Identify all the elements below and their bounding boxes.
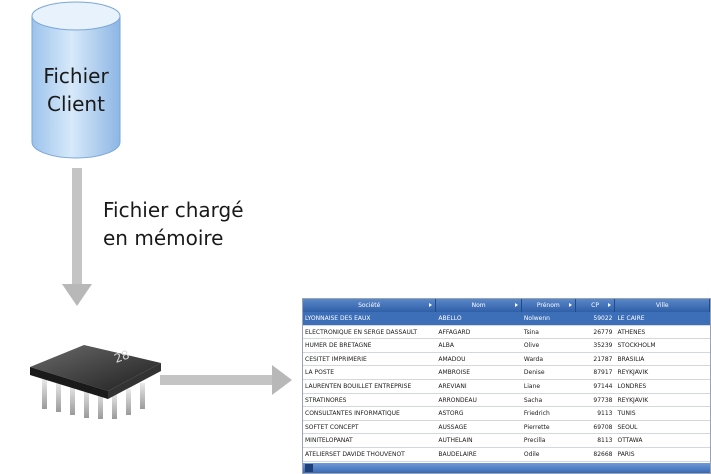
memory-chip-icon: 28 <box>30 345 161 419</box>
cell-societe: SOFTET CONCEPT <box>305 423 359 431</box>
cell-prenom: Olive <box>523 342 540 350</box>
cell-prenom: Nolwenn <box>523 315 550 322</box>
cell-societe: LAURENTEN BOUILLET ENTREPRISE <box>305 382 412 390</box>
cell-nom: BAUDELAIRE <box>438 450 477 458</box>
database-label-line1: Fichier <box>43 64 109 88</box>
cell-cp: 21787 <box>593 355 613 363</box>
cell-prenom: Warda <box>523 355 543 363</box>
cell-prenom: Denise <box>523 369 545 377</box>
table-row[interactable]: MINITELOPANAT AUTHELAIN Precilla 8113 OTTAWA <box>303 434 710 448</box>
table-row[interactable]: CONSULTANTES INFORMATIQUE ASTORG Friedrich… <box>303 407 710 421</box>
database-label: Fichier Client <box>30 62 122 118</box>
cell-ville: TUNIS <box>617 410 636 418</box>
caption-line2: en mémoire <box>103 226 224 250</box>
cell-nom: AFFAGARD <box>438 328 471 336</box>
cell-cp: 97144 <box>593 382 613 390</box>
table-row[interactable]: HUMER DE BRETAGNE ALBA Olive 35239 STOCKHOLM <box>303 339 710 353</box>
arrow-down-icon <box>62 168 92 306</box>
cell-prenom: Liane <box>523 382 541 390</box>
cell-ville: REYKJAVIK <box>617 396 649 404</box>
cell-societe: ELECTRONIQUE EN SERGE DASSAULT <box>305 328 418 336</box>
cell-nom: AMBROISE <box>438 369 471 377</box>
cell-societe: HUMER DE BRETAGNE <box>305 342 372 350</box>
cell-ville: LE CAIRE <box>617 315 645 322</box>
cell-societe: CESITET IMPRIMERIE <box>305 355 367 363</box>
column-header-cp[interactable]: CP <box>576 299 616 312</box>
arrow-right-icon <box>160 365 292 395</box>
column-header-prenom[interactable]: Prénom <box>522 299 576 312</box>
table-header: Société Nom Prénom CP Ville <box>303 299 710 312</box>
cell-societe: CONSULTANTES INFORMATIQUE <box>305 410 400 418</box>
cell-cp: 87917 <box>593 369 613 377</box>
table-row[interactable]: LA POSTE AMBROISE Denise 87917 REYKJAVIK <box>303 366 710 380</box>
cell-cp: 59022 <box>593 315 613 322</box>
database-cylinder-icon <box>31 1 121 159</box>
cell-cp: 8113 <box>597 437 613 445</box>
cell-ville: REYKJAVIK <box>617 369 649 377</box>
table-scrollbar[interactable] <box>303 463 710 473</box>
cell-ville: SEOUL <box>617 423 638 431</box>
cell-prenom: Friedrich <box>523 410 550 418</box>
table-row[interactable]: ELECTRONIQUE EN SERGE DASSAULT AFFAGARD Ts… <box>303 326 710 340</box>
table-row[interactable]: STRATINORES ARRONDEAU Sacha 97738 REYKJAVIK <box>303 394 710 408</box>
cell-cp: 35239 <box>593 342 613 350</box>
cell-cp: 26779 <box>593 328 613 336</box>
table-row[interactable]: CESITET IMPRIMERIE AMADOU Warda 21787 BRASIL… <box>303 353 710 367</box>
cell-nom: ARRONDEAU <box>438 396 477 404</box>
cell-ville: LONDRES <box>617 382 647 390</box>
table-row[interactable]: LYONNAISE DES EAUX ABELLO Nolwenn 59022 LE C… <box>303 312 710 326</box>
cell-nom: AMADOU <box>438 355 466 363</box>
cell-nom: AUSSAGE <box>438 423 468 431</box>
table-row[interactable]: LAURENTEN BOUILLET ENTREPRISE AREVIANI Lia… <box>303 380 710 394</box>
cell-prenom: Precilla <box>523 437 546 445</box>
cell-prenom: Pierrette <box>523 423 550 431</box>
table-row[interactable]: SOFTET CONCEPT AUSSAGE Pierrette 69708 SEOUL <box>303 421 710 435</box>
table-row[interactable]: ATELIERSET DAVIDE THOUVENOT BAUDELAIRE Odi… <box>303 448 710 462</box>
cell-ville: ATHENES <box>617 328 646 336</box>
column-header-societe[interactable]: Société <box>303 299 437 312</box>
cell-ville: STOCKHOLM <box>617 342 656 350</box>
cell-cp: 97738 <box>593 396 613 404</box>
cell-cp: 69708 <box>593 423 613 431</box>
cell-societe: ATELIERSET DAVIDE THOUVENOT <box>305 450 405 458</box>
client-table: Société Nom Prénom CP Ville LYONNAISE DE… <box>302 298 711 474</box>
cell-societe: LA POSTE <box>305 369 335 377</box>
column-header-nom[interactable]: Nom <box>436 299 522 312</box>
cell-cp: 9113 <box>597 410 613 418</box>
chip-label: 28 <box>112 347 131 365</box>
cell-nom: ALBA <box>438 342 455 350</box>
cell-nom: AREVIANI <box>438 382 467 390</box>
cell-ville: OTTAWA <box>617 437 643 445</box>
table-body: LYONNAISE DES EAUX ABELLO Nolwenn 59022 LE C… <box>303 312 710 462</box>
cell-societe: STRATINORES <box>305 396 347 404</box>
caption-line1: Fichier chargé <box>103 198 244 222</box>
cell-societe: LYONNAISE DES EAUX <box>305 315 371 322</box>
loaded-in-memory-caption: Fichier chargé en mémoire <box>103 196 244 252</box>
cell-nom: AUTHELAIN <box>438 437 473 445</box>
scroll-button[interactable] <box>305 464 313 472</box>
cell-nom: ABELLO <box>438 315 462 322</box>
cell-cp: 82668 <box>593 450 613 458</box>
cell-societe: MINITELOPANAT <box>305 437 353 445</box>
cell-ville: PARIS <box>617 450 635 458</box>
column-header-ville[interactable]: Ville <box>615 299 710 312</box>
cell-prenom: Tsina <box>523 328 539 336</box>
cell-prenom: Sacha <box>523 396 543 404</box>
cell-prenom: Odile <box>523 450 540 458</box>
database-label-line2: Client <box>47 92 105 116</box>
cell-ville: BRASILIA <box>617 355 645 363</box>
cell-nom: ASTORG <box>438 410 464 418</box>
